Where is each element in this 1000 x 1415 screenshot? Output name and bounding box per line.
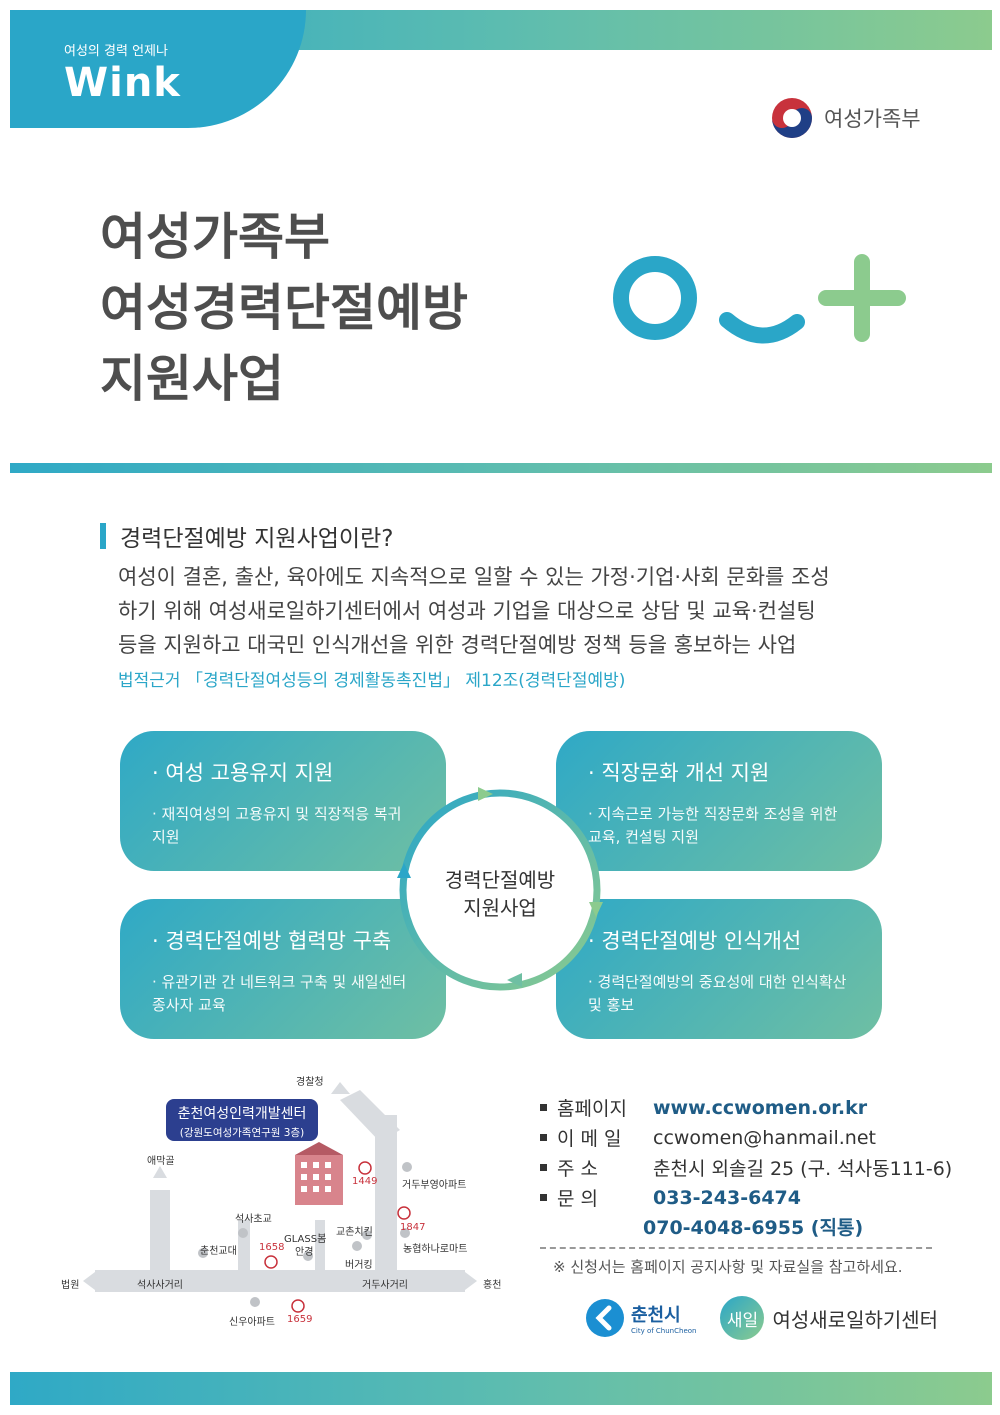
contact-label: 이 메 일 <box>557 1128 622 1150</box>
program-box: · 경력단절예방 협력망 구축 · 유관기관 간 네트워크 구축 및 새일센터 … <box>120 899 446 1039</box>
email-link[interactable]: ccwomen@hanmail.net <box>653 1126 876 1149</box>
city-sub: City of ChunCheon <box>631 1327 697 1335</box>
brand-tagline: 여성의 경력 언제나 <box>64 44 168 59</box>
center-location-label: 춘천여성인력개발센터 (강원도여성가족연구원 3층) <box>166 1099 318 1141</box>
bullet-icon <box>540 1134 547 1141</box>
taegeuk-emblem-icon <box>772 98 812 138</box>
cycle-ring <box>397 787 603 991</box>
city-name: 춘천시 <box>631 1305 681 1326</box>
bus-number: 1449 <box>352 1176 378 1187</box>
application-note: ※ 신청서는 홈페이지 공지사항 및 자료실을 참고하세요. <box>553 1258 903 1276</box>
chuncheon-logo-icon <box>586 1299 624 1337</box>
center-sub: (강원도여성가족연구원 3층) <box>179 1127 305 1139</box>
contact-phone-2: 070-4048-6955 (직통) <box>643 1213 863 1240</box>
program-box: · 직장문화 개선 지원 · 지속근로 가능한 직장문화 조성을 위한 교육, … <box>556 731 882 871</box>
dashed-divider <box>540 1247 932 1249</box>
map-label: GLASS봄 <box>284 1234 327 1245</box>
bottom-bar <box>10 1372 992 1405</box>
contact-label: 문 의 <box>557 1188 598 1210</box>
map-label: 농협하나로마트 <box>403 1244 468 1255</box>
hub-line: 지원사업 <box>463 896 537 920</box>
smile-plus-graphic <box>613 254 906 344</box>
map-label: 춘천교대 <box>200 1246 237 1257</box>
contact-label: 홈페이지 <box>557 1098 627 1120</box>
cycle-hub-label: 경력단절예방 지원사업 <box>425 866 575 922</box>
contact-email: 이 메 일 ccwomen@hanmail.net <box>540 1124 876 1151</box>
map-label: 석사사거리 <box>137 1280 183 1291</box>
map-label: 안경 <box>295 1247 314 1258</box>
saeil-center-name: 여성새로일하기센터 <box>772 1307 939 1332</box>
map-label: 거두사거리 <box>362 1280 408 1291</box>
map-label: 버거킹 <box>345 1260 373 1271</box>
contact-phone: 문 의 033-243-6474 <box>540 1184 801 1211</box>
divider-bar <box>10 463 992 473</box>
intro-text: 여성이 결혼, 출산, 육아에도 지속적으로 일할 수 있는 가정·기업·사회 … <box>118 560 908 662</box>
city-logo-text: 춘천시 City of ChunCheon <box>631 1301 696 1335</box>
map-roads <box>83 1082 477 1313</box>
program-box: · 경력단절예방 인식개선 · 경력단절예방의 중요성에 대한 인식확산 및 홍… <box>556 899 882 1039</box>
program-title: · 경력단절예방 협력망 구축 <box>152 929 392 953</box>
legal-basis: 법적근거 「경력단절여성등의 경제활동촉진법」 제12조(경력단절예방) <box>118 671 626 691</box>
intro-line: 여성이 결혼, 출산, 육아에도 지속적으로 일할 수 있는 가정·기업·사회 … <box>118 565 830 589</box>
program-title: · 직장문화 개선 지원 <box>588 761 770 785</box>
contact-homepage: 홈페이지 www.ccwomen.or.kr <box>540 1094 867 1121</box>
program-desc: · 지속근로 가능한 직장문화 조성을 위한 교육, 컨설팅 지원 <box>588 805 838 846</box>
map-label: 홍천 <box>483 1280 502 1291</box>
map-label: 신우아파트 <box>229 1317 275 1328</box>
bus-number: 1847 <box>400 1222 426 1233</box>
bullet-icon <box>540 1164 547 1171</box>
map-label: 법원 <box>61 1280 80 1291</box>
bus-number: 1659 <box>287 1314 313 1325</box>
map-label: 경찰청 <box>296 1077 324 1088</box>
ministry-name: 여성가족부 <box>824 107 921 131</box>
intro-line: 등을 지원하고 대국민 인식개선을 위한 경력단절예방 정책 등을 홍보하는 사… <box>118 633 797 657</box>
saeil-logo-icon: 새일 <box>720 1296 765 1340</box>
bullet-icon <box>540 1104 547 1111</box>
heading-marker <box>100 523 106 549</box>
phone-value: 033-243-6474 <box>653 1186 801 1209</box>
center-name: 춘천여성인력개발센터 <box>177 1106 307 1122</box>
ministry-logo: 여성가족부 <box>770 96 921 140</box>
map-label: 애막골 <box>147 1156 175 1167</box>
footer-logos: 춘천시 City of ChunCheon 새일 여성새로일하기센터 <box>585 1296 938 1340</box>
hub-line: 경력단절예방 <box>444 868 556 892</box>
title-line: 지원사업 <box>100 350 284 408</box>
program-desc: · 경력단절예방의 중요성에 대한 인식확산 및 홍보 <box>588 973 847 1014</box>
homepage-link[interactable]: www.ccwomen.or.kr <box>653 1096 868 1119</box>
contact-label: 주 소 <box>557 1158 598 1180</box>
bullet-icon <box>540 1194 547 1201</box>
section-heading-text: 경력단절예방 지원사업이란? <box>120 526 394 552</box>
title-line: 여성경력단절예방 <box>100 279 468 337</box>
location-map: 경찰청 애막골 법원 석사사거리 석사초교 춘천교대 GLASS봄 안경 교촌치… <box>55 1070 515 1340</box>
program-desc: · 재직여성의 고용유지 및 직장적응 복귀 지원 <box>152 805 402 846</box>
map-label: 거두부영아파트 <box>402 1180 467 1191</box>
program-title: · 경력단절예방 인식개선 <box>588 929 802 953</box>
page-title: 여성가족부 여성경력단절예방 지원사업 <box>100 202 468 415</box>
brand-logo: Wink <box>64 60 181 106</box>
map-label: 석사초교 <box>235 1214 272 1225</box>
program-title: · 여성 고용유지 지원 <box>152 761 334 785</box>
title-line: 여성가족부 <box>100 208 330 266</box>
section-heading: 경력단절예방 지원사업이란? <box>100 519 393 553</box>
address-value: 춘천시 외솔길 25 (구. 석사동111-6) <box>653 1158 953 1180</box>
phone-value-2: 070-4048-6955 (직통) <box>643 1217 864 1239</box>
program-box: · 여성 고용유지 지원 · 재직여성의 고용유지 및 직장적응 복귀 지원 <box>120 731 446 871</box>
bus-number: 1658 <box>259 1242 285 1253</box>
map-label: 교촌치킨 <box>336 1227 373 1238</box>
program-desc: · 유관기관 간 네트워크 구축 및 새일센터 종사자 교육 <box>152 973 407 1014</box>
intro-line: 하기 위해 여성새로일하기센터에서 여성과 기업을 대상으로 상담 및 교육·컨… <box>118 599 816 623</box>
contact-address: 주 소 춘천시 외솔길 25 (구. 석사동111-6) <box>540 1154 952 1181</box>
